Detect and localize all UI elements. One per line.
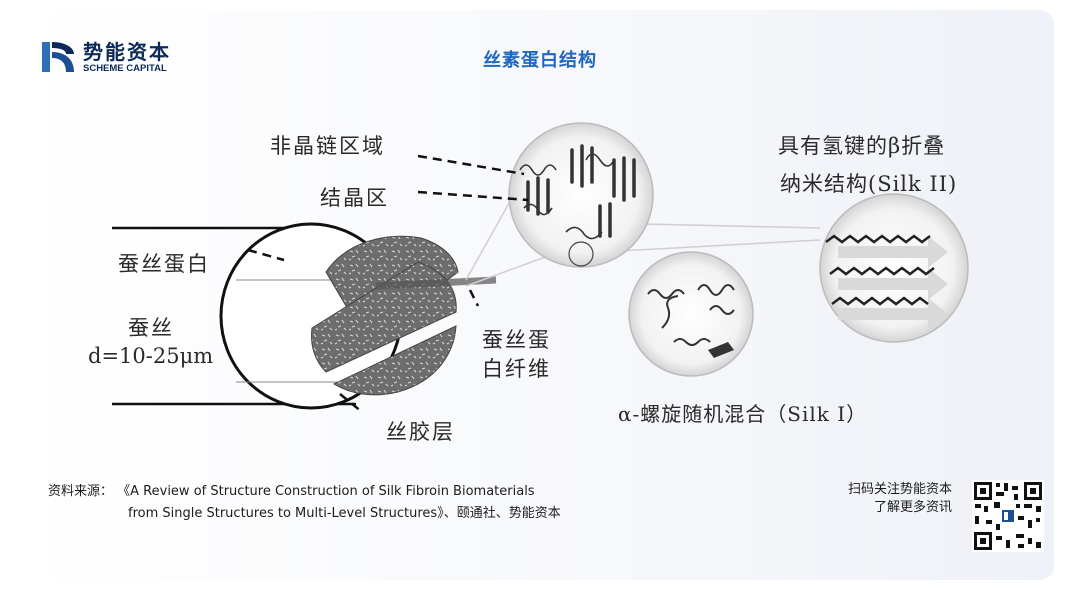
- fibroin-fiber-bundle: [311, 235, 497, 396]
- alpha-helix-bubble: [628, 251, 754, 377]
- qr-code-icon[interactable]: [972, 480, 1044, 552]
- qr-caption-line-2: 了解更多资讯: [873, 500, 952, 515]
- slide-card: 势能资本 SCHEME CAPITAL 丝素蛋白结构: [26, 10, 1054, 580]
- label-fibroin-fiber-2: 白纤维: [482, 357, 551, 381]
- fibroin-chain-bubble: [508, 122, 654, 268]
- qr-caption-line-1: 扫码关注势能资本: [847, 482, 952, 497]
- brand-name-cn: 势能资本: [83, 40, 171, 64]
- leader-lines: [247, 154, 529, 413]
- qr-caption: 扫码关注势能资本 了解更多资讯: [848, 481, 952, 517]
- label-fibroin-fiber-1: 蚕丝蛋: [482, 328, 551, 352]
- label-diameter: d=10-25μm: [88, 344, 214, 368]
- silk-fibroin-structure-diagram: [112, 122, 969, 413]
- label-silk: 蚕丝: [128, 316, 174, 340]
- label-sericin-layer: 丝胶层: [386, 420, 455, 444]
- source-label: 资料来源：: [48, 484, 114, 499]
- label-silk-fibroin: 蚕丝蛋白: [118, 252, 210, 276]
- scheme-capital-logo-icon: [42, 42, 74, 72]
- brand-name-en: SCHEME CAPITAL: [83, 63, 167, 74]
- source-line-2: from Single Structures to Multi-Level St…: [128, 506, 561, 521]
- source-citation: 资料来源： 《A Review of Structure Constructio…: [48, 481, 561, 525]
- page-title: 丝素蛋白结构: [483, 50, 597, 71]
- brand-logo[interactable]: 势能资本 SCHEME CAPITAL: [40, 36, 210, 86]
- label-alpha-helix: α-螺旋随机混合（Silk I）: [618, 402, 868, 426]
- label-beta-sheet-1: 具有氢键的β折叠: [778, 134, 946, 158]
- label-crystalline-region: 结晶区: [320, 186, 389, 210]
- label-beta-sheet-2: 纳米结构(Silk II): [780, 172, 958, 196]
- label-amorphous-region: 非晶链区域: [270, 134, 385, 158]
- beta-sheet-bubble: [819, 193, 969, 343]
- source-line-1: 《A Review of Structure Construction of S…: [117, 484, 535, 499]
